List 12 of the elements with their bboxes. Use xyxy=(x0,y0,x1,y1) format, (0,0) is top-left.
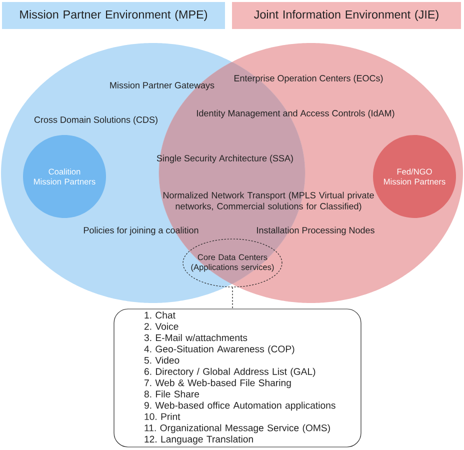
label: Cross Domain Solutions (CDS) xyxy=(34,116,158,125)
label: Enterprise Operation Centers (EOCs) xyxy=(234,74,383,84)
header-box: Joint Information Environment (JIE) xyxy=(232,2,461,29)
label: Installation Processing Nodes xyxy=(257,226,374,236)
header-box: Mission Partner Environment (MPE) xyxy=(2,2,225,29)
label: Policies for joining a coalition xyxy=(84,226,198,236)
label: Identity Management and Access Controls (IdAM) xyxy=(197,110,394,118)
label: Normalized Network Transport (MPLS Virtual private networks, Commercial solutions for Classified) xyxy=(163,192,374,212)
label: Mission Partner Gateways xyxy=(110,82,214,90)
list-box: 1. Chat 2. Voice 3. E-Mail w/attachments 4. Geo-Situation Awareness (COP) 5. Video 6. Directory / Global Address List (GAL) 7. Web & Web-based File Sharing 8. File Share 9. Web-based office Automation applications 10. Print 11. Organizational Message Service (OMS) 12. Language Translation xyxy=(114,308,362,448)
label: Single Security Architecture (SSA) xyxy=(156,154,293,164)
dotted-connector xyxy=(232,286,233,310)
